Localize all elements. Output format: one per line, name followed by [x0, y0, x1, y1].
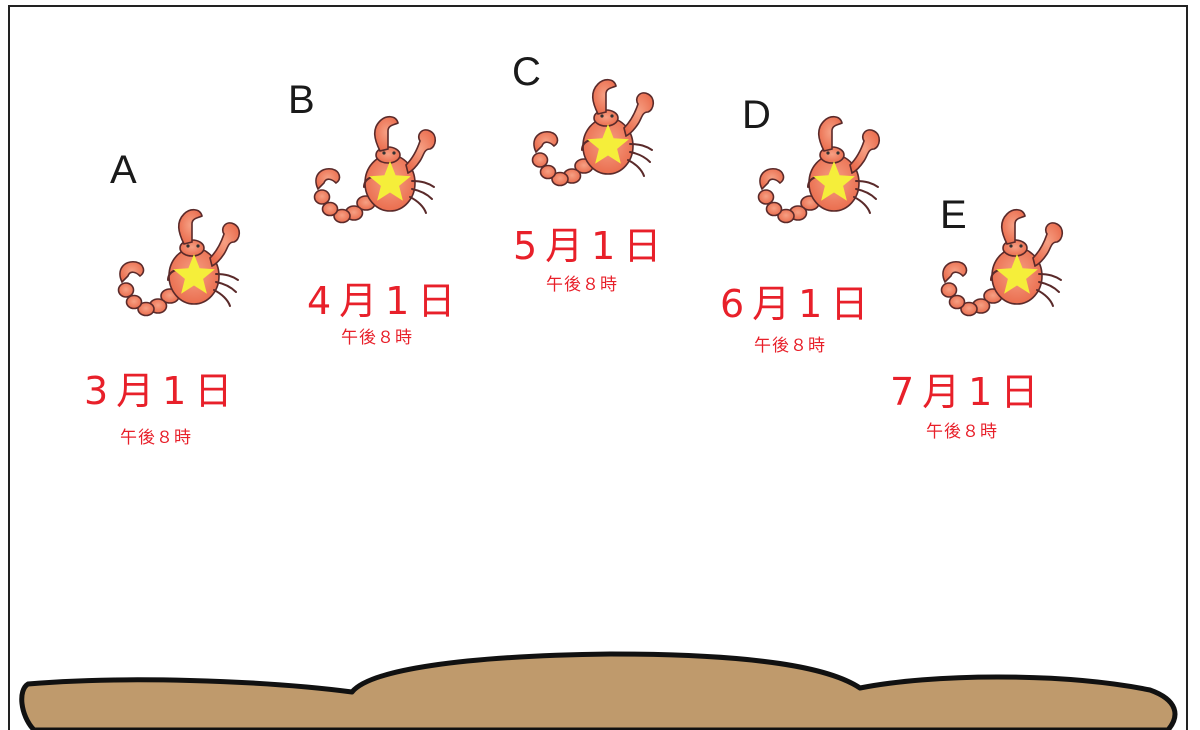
date-label-c: 5月1日 [513, 224, 670, 268]
time-label-d: 午後８時 [754, 336, 826, 356]
time-label-c: 午後８時 [546, 275, 618, 295]
position-label-c: C [512, 50, 541, 94]
date-label-e: 7月1日 [890, 370, 1047, 414]
position-label-d: D [742, 93, 771, 137]
position-label-b: B [288, 78, 315, 122]
scorpion-icon [117, 208, 241, 317]
scorpion-icon [313, 115, 437, 224]
position-label-e: E [940, 193, 967, 237]
scorpion-icon [757, 115, 881, 224]
date-label-b: 4月1日 [307, 279, 464, 323]
time-label-b: 午後８時 [341, 328, 413, 348]
date-label-d: 6月1日 [720, 282, 877, 326]
time-label-e: 午後８時 [926, 422, 998, 442]
date-label-a: 3月1日 [84, 369, 241, 413]
scorpion-icon [531, 78, 655, 187]
position-label-a: A [110, 148, 137, 192]
scorpion-icon [940, 208, 1064, 317]
time-label-a: 午後８時 [120, 428, 192, 448]
